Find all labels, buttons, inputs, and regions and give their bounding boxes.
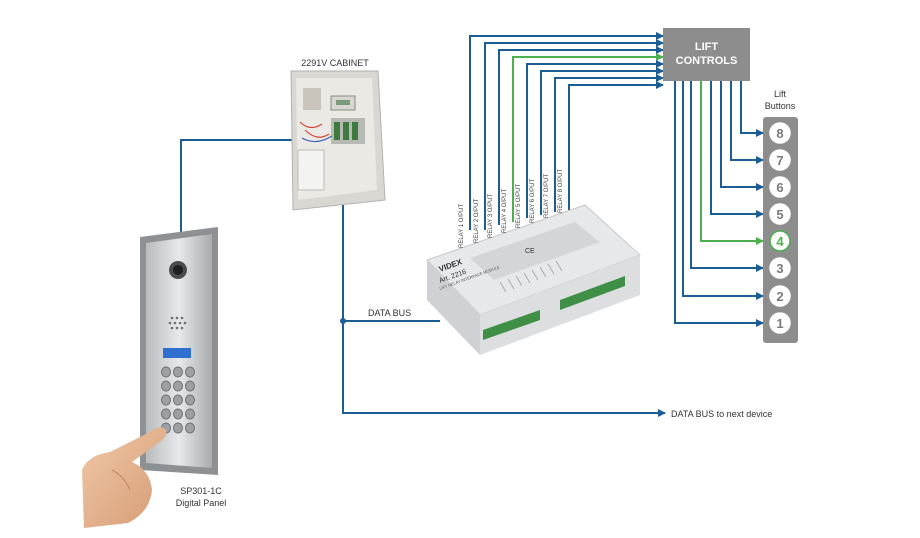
lift-button-3: 3 bbox=[769, 257, 791, 279]
lift-button-number: 2 bbox=[776, 289, 783, 304]
relay-label: RELAY 1 O/PUT bbox=[459, 204, 465, 248]
lift-button-number: 7 bbox=[776, 153, 783, 168]
keypad-key bbox=[173, 380, 183, 392]
digital-panel bbox=[140, 227, 218, 475]
lift-button-circle bbox=[769, 230, 791, 252]
relay-label: RELAY 8 O/PUT bbox=[558, 169, 564, 213]
panel-label-line1: SP301-1C bbox=[180, 486, 222, 496]
panel-label-line2: Digital Panel bbox=[176, 498, 227, 508]
relay-label: RELAY 5 O/PUT bbox=[516, 184, 522, 228]
lift-button-number: 3 bbox=[776, 261, 783, 276]
lift-controls-box: LIFT CONTROLS bbox=[663, 28, 750, 81]
keypad-key bbox=[161, 408, 171, 420]
relay-label: RELAY 2 O/PUT bbox=[474, 199, 480, 243]
lift-button-circle bbox=[769, 203, 791, 225]
lift-button-number: 6 bbox=[776, 180, 783, 195]
keypad-key bbox=[161, 394, 171, 406]
keypad-key bbox=[185, 366, 195, 378]
cabinet: 2291V CABINET bbox=[290, 58, 386, 211]
lift-button-number: 4 bbox=[776, 234, 784, 249]
lift-button-wires bbox=[674, 81, 764, 327]
lift-buttons-panel: 8 7 6 5 4 3 2 1 bbox=[763, 117, 798, 343]
lift-button-7: 7 bbox=[769, 149, 791, 171]
data-bus-junction bbox=[340, 318, 346, 324]
cabinet-label: 2291V CABINET bbox=[301, 58, 369, 68]
data-bus-next-label: DATA BUS to next device bbox=[671, 409, 772, 419]
lift-button-4: 4 bbox=[769, 230, 791, 252]
relay-label: RELAY 6 O/PUT bbox=[530, 179, 536, 223]
data-bus-wire bbox=[342, 205, 666, 417]
keypad-key bbox=[185, 408, 195, 420]
keypad-key bbox=[173, 394, 183, 406]
lift-button-circle bbox=[769, 257, 791, 279]
lift-button-circle bbox=[769, 176, 791, 198]
hand-image bbox=[82, 427, 167, 528]
lift-buttons-label-line2: Buttons bbox=[765, 101, 796, 111]
keypad-key bbox=[173, 366, 183, 378]
keypad-key bbox=[185, 394, 195, 406]
speaker-grille bbox=[168, 316, 187, 330]
lift-buttons-label-line1: Lift bbox=[774, 89, 787, 99]
relay-labels: RELAY 1 O/PUT RELAY 2 O/PUT RELAY 3 O/PUT R… bbox=[459, 169, 564, 248]
relay-output-wires bbox=[469, 32, 664, 230]
lift-button-1: 1 bbox=[769, 312, 791, 334]
keypad bbox=[161, 366, 195, 434]
lift-controls-title-line2: CONTROLS bbox=[676, 55, 738, 67]
lift-button-8: 8 bbox=[769, 122, 791, 144]
keypad-key bbox=[185, 380, 195, 392]
data-bus-label: DATA BUS bbox=[368, 308, 411, 318]
keypad-key bbox=[173, 408, 183, 420]
keypad-key bbox=[161, 366, 171, 378]
lift-button-circle bbox=[769, 312, 791, 334]
lift-button-number: 5 bbox=[776, 207, 783, 222]
keypad-key bbox=[185, 422, 195, 434]
panel-display bbox=[163, 348, 191, 358]
relay-label: RELAY 4 O/PUT bbox=[502, 189, 508, 233]
lift-button-6: 6 bbox=[769, 176, 791, 198]
lift-button-5: 5 bbox=[769, 203, 791, 225]
keypad-key bbox=[173, 422, 183, 434]
lift-button-number: 1 bbox=[776, 316, 783, 331]
lift-button-circle bbox=[769, 285, 791, 307]
lift-button-circle bbox=[769, 122, 791, 144]
lift-button-2: 2 bbox=[769, 285, 791, 307]
keypad-key bbox=[161, 380, 171, 392]
lift-button-number: 8 bbox=[776, 126, 783, 141]
relay-label: RELAY 3 O/PUT bbox=[488, 194, 494, 238]
lift-controls-title-line1: LIFT bbox=[695, 41, 718, 53]
panel-cabinet-wire bbox=[180, 139, 300, 232]
relay-module: VIDEX Art. 2216 LIFT RELAY INTERFACE MOD… bbox=[426, 204, 641, 355]
lift-button-circle bbox=[769, 149, 791, 171]
module-ce-mark: CE bbox=[525, 248, 535, 255]
relay-label: RELAY 7 O/PUT bbox=[544, 174, 550, 218]
